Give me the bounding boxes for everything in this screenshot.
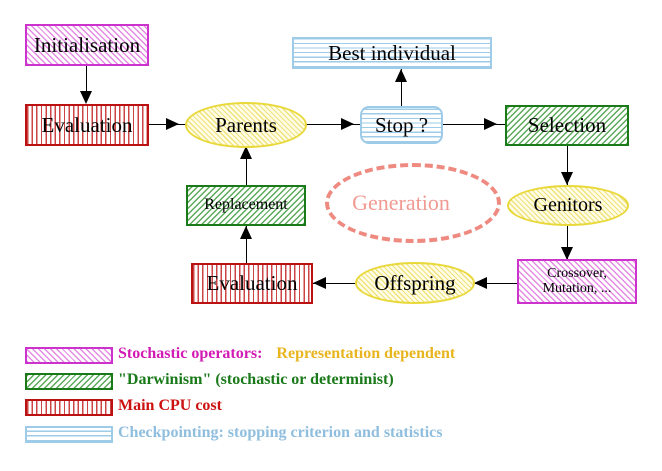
edge-evaluation-to-replacement <box>246 226 247 264</box>
node-crossover-mutation[interactable]: Crossover, Mutation, ... <box>517 259 637 304</box>
node-stop[interactable]: Stop ? <box>360 106 443 144</box>
arrowhead-right-selection <box>484 118 497 130</box>
edge-offspring-to-evaluation <box>313 283 357 284</box>
legend-swatch-stochastic-operators <box>25 347 113 364</box>
edge-selection-to-genitors <box>567 145 568 187</box>
arrowhead-left-evaluation-bottom <box>313 277 326 289</box>
legend-swatch-darwinism <box>25 373 113 390</box>
node-parents-label: Parents <box>215 112 277 137</box>
arrowhead-up-parents <box>240 146 252 159</box>
legend-label-stochastic-operators: Stochastic operators: Representation depe… <box>118 345 455 363</box>
node-stop-label: Stop ? <box>374 112 429 137</box>
node-best-individual[interactable]: Best individual <box>292 37 492 69</box>
edge-crossover-to-offspring <box>474 283 518 284</box>
legend-label-checkpointing: Checkpointing: stopping criterion and st… <box>118 424 443 441</box>
node-crossover-mutation-label: Crossover, Mutation, ... <box>542 265 612 296</box>
arrowhead-up-best-individual <box>395 69 407 82</box>
edge-replacement-to-parents <box>246 146 247 186</box>
edge-genitors-to-crossover <box>567 224 568 260</box>
arrowhead-right-stop <box>341 118 354 130</box>
node-replacement[interactable]: Replacement <box>186 185 306 226</box>
arrowhead-left-offspring <box>474 277 487 289</box>
legend-swatch-main-cpu-cost <box>25 399 113 416</box>
node-generation-cycle: Generation <box>325 163 501 243</box>
arrowhead-down-initialisation <box>80 91 92 104</box>
legend-swatch-checkpointing <box>25 426 113 443</box>
edge-stop-to-selection <box>443 124 505 125</box>
node-evaluation-top[interactable]: Evaluation <box>25 104 149 146</box>
node-initialisation[interactable]: Initialisation <box>25 24 149 66</box>
node-offspring[interactable]: Offspring <box>355 262 475 304</box>
node-evaluation-bottom[interactable]: Evaluation <box>191 263 313 304</box>
node-generation-label: Generation <box>352 190 450 215</box>
node-genitors[interactable]: Genitors <box>507 185 629 226</box>
node-offspring-label: Offspring <box>374 270 456 295</box>
legend-label-representation-dependent: Representation dependent <box>276 345 456 362</box>
node-selection-label: Selection <box>527 113 607 138</box>
node-selection[interactable]: Selection <box>505 105 629 146</box>
node-evaluation-top-label: Evaluation <box>41 112 133 137</box>
arrowhead-right-parents <box>166 118 179 130</box>
node-replacement-label: Replacement <box>204 196 288 214</box>
node-best-individual-label: Best individual <box>328 40 456 65</box>
node-genitors-label: Genitors <box>533 194 603 216</box>
node-parents[interactable]: Parents <box>185 102 307 148</box>
edge-parents-to-stop <box>306 124 362 125</box>
node-evaluation-bottom-label: Evaluation <box>206 271 298 296</box>
arrowhead-down-genitors <box>561 172 573 185</box>
legend-label-darwinism: "Darwinism" (stochastic or determinist) <box>118 371 394 388</box>
arrowhead-up-replacement <box>240 226 252 239</box>
arrowhead-down-crossover <box>561 247 573 260</box>
edge-stop-to-best-individual <box>401 69 402 107</box>
legend-label-stochastic-operators-primary: Stochastic operators: <box>118 345 263 362</box>
node-initialisation-label: Initialisation <box>33 32 141 57</box>
legend-label-main-cpu-cost: Main CPU cost <box>118 397 222 414</box>
edge-initialisation-to-evaluation <box>86 65 87 98</box>
